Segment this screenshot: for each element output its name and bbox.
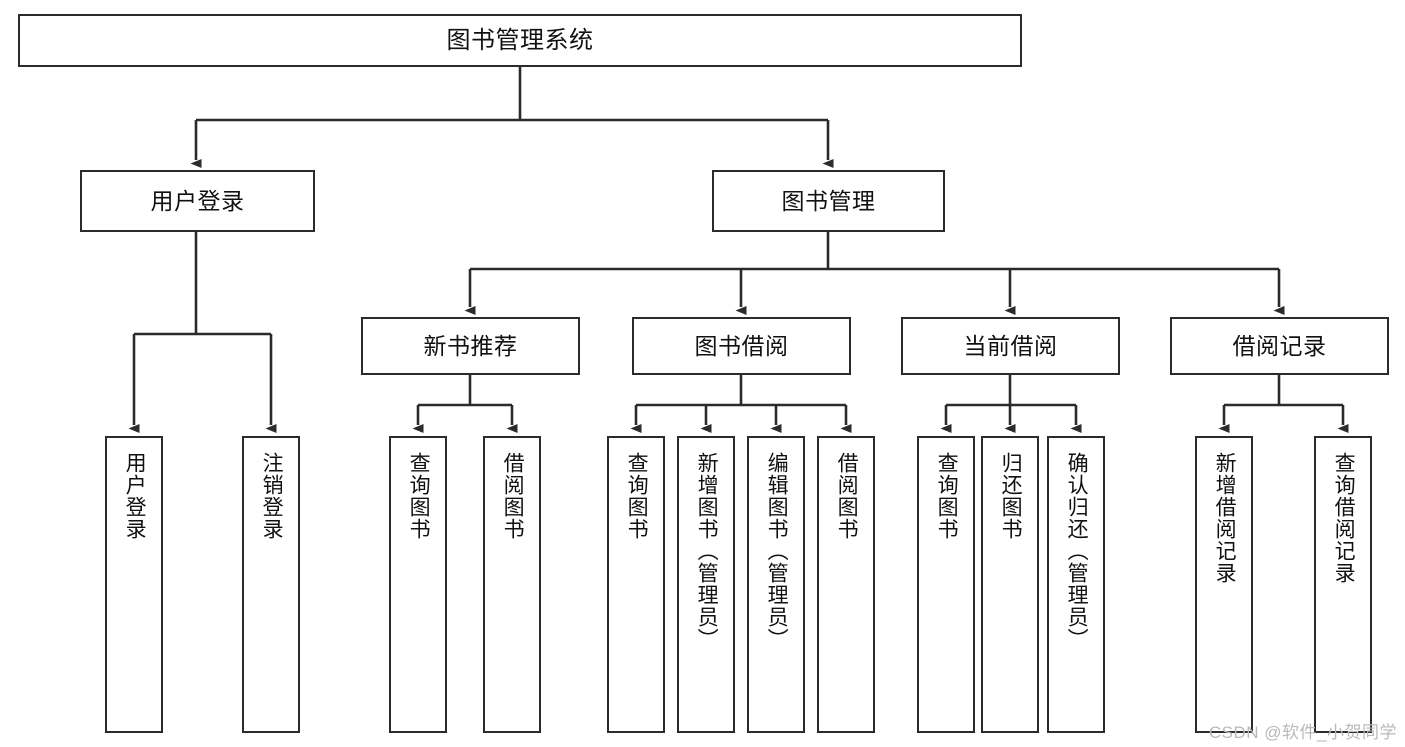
node-label: 查询图书 bbox=[625, 452, 649, 540]
node-label: 确认归还（管理员） bbox=[1065, 452, 1089, 650]
node-leaf-add-borrow-record[interactable]: 新增借阅记录 bbox=[1195, 436, 1253, 733]
node-leaf-query-book-1[interactable]: 查询图书 bbox=[389, 436, 447, 733]
node-label: 归还图书 bbox=[999, 452, 1023, 540]
node-leaf-confirm-return[interactable]: 确认归还（管理员） bbox=[1047, 436, 1105, 733]
node-leaf-edit-book[interactable]: 编辑图书（管理员） bbox=[747, 436, 805, 733]
node-leaf-add-book[interactable]: 新增图书（管理员） bbox=[677, 436, 735, 733]
node-borrowing-records[interactable]: 借阅记录 bbox=[1170, 317, 1389, 375]
node-current-borrowing[interactable]: 当前借阅 bbox=[901, 317, 1120, 375]
node-root-book-management-system[interactable]: 图书管理系统 bbox=[18, 14, 1022, 67]
node-label: 用户登录 bbox=[123, 452, 147, 540]
node-label: 编辑图书（管理员） bbox=[765, 452, 789, 650]
node-leaf-query-book-3[interactable]: 查询图书 bbox=[917, 436, 975, 733]
node-leaf-borrow-book-1[interactable]: 借阅图书 bbox=[483, 436, 541, 733]
node-label: 查询图书 bbox=[935, 452, 959, 540]
node-label: 图书管理 bbox=[781, 187, 876, 214]
node-label: 图书借阅 bbox=[694, 332, 789, 359]
node-label: 图书管理系统 bbox=[446, 26, 594, 54]
watermark: CSDN @软件_小贺同学 bbox=[1208, 723, 1397, 742]
node-label: 注销登录 bbox=[260, 452, 284, 540]
node-leaf-borrow-book-2[interactable]: 借阅图书 bbox=[817, 436, 875, 733]
node-book-management[interactable]: 图书管理 bbox=[712, 170, 945, 232]
node-leaf-return-book[interactable]: 归还图书 bbox=[981, 436, 1039, 733]
node-label: 当前借阅 bbox=[963, 332, 1058, 359]
node-book-borrowing[interactable]: 图书借阅 bbox=[632, 317, 851, 375]
node-label: 借阅图书 bbox=[835, 452, 859, 540]
node-leaf-user-login[interactable]: 用户登录 bbox=[105, 436, 163, 733]
node-label: 借阅记录 bbox=[1232, 332, 1327, 359]
node-leaf-query-borrow-record[interactable]: 查询借阅记录 bbox=[1314, 436, 1372, 733]
node-leaf-logout[interactable]: 注销登录 bbox=[242, 436, 300, 733]
node-label: 查询借阅记录 bbox=[1332, 452, 1356, 584]
node-label: 用户登录 bbox=[150, 187, 245, 214]
node-label: 新增借阅记录 bbox=[1213, 452, 1237, 584]
node-label: 借阅图书 bbox=[501, 452, 525, 540]
node-label: 新增图书（管理员） bbox=[695, 452, 719, 650]
node-user-login[interactable]: 用户登录 bbox=[80, 170, 315, 232]
node-new-book-recommendation[interactable]: 新书推荐 bbox=[361, 317, 580, 375]
node-label: 新书推荐 bbox=[423, 332, 518, 359]
node-label: 查询图书 bbox=[407, 452, 431, 540]
node-leaf-query-book-2[interactable]: 查询图书 bbox=[607, 436, 665, 733]
